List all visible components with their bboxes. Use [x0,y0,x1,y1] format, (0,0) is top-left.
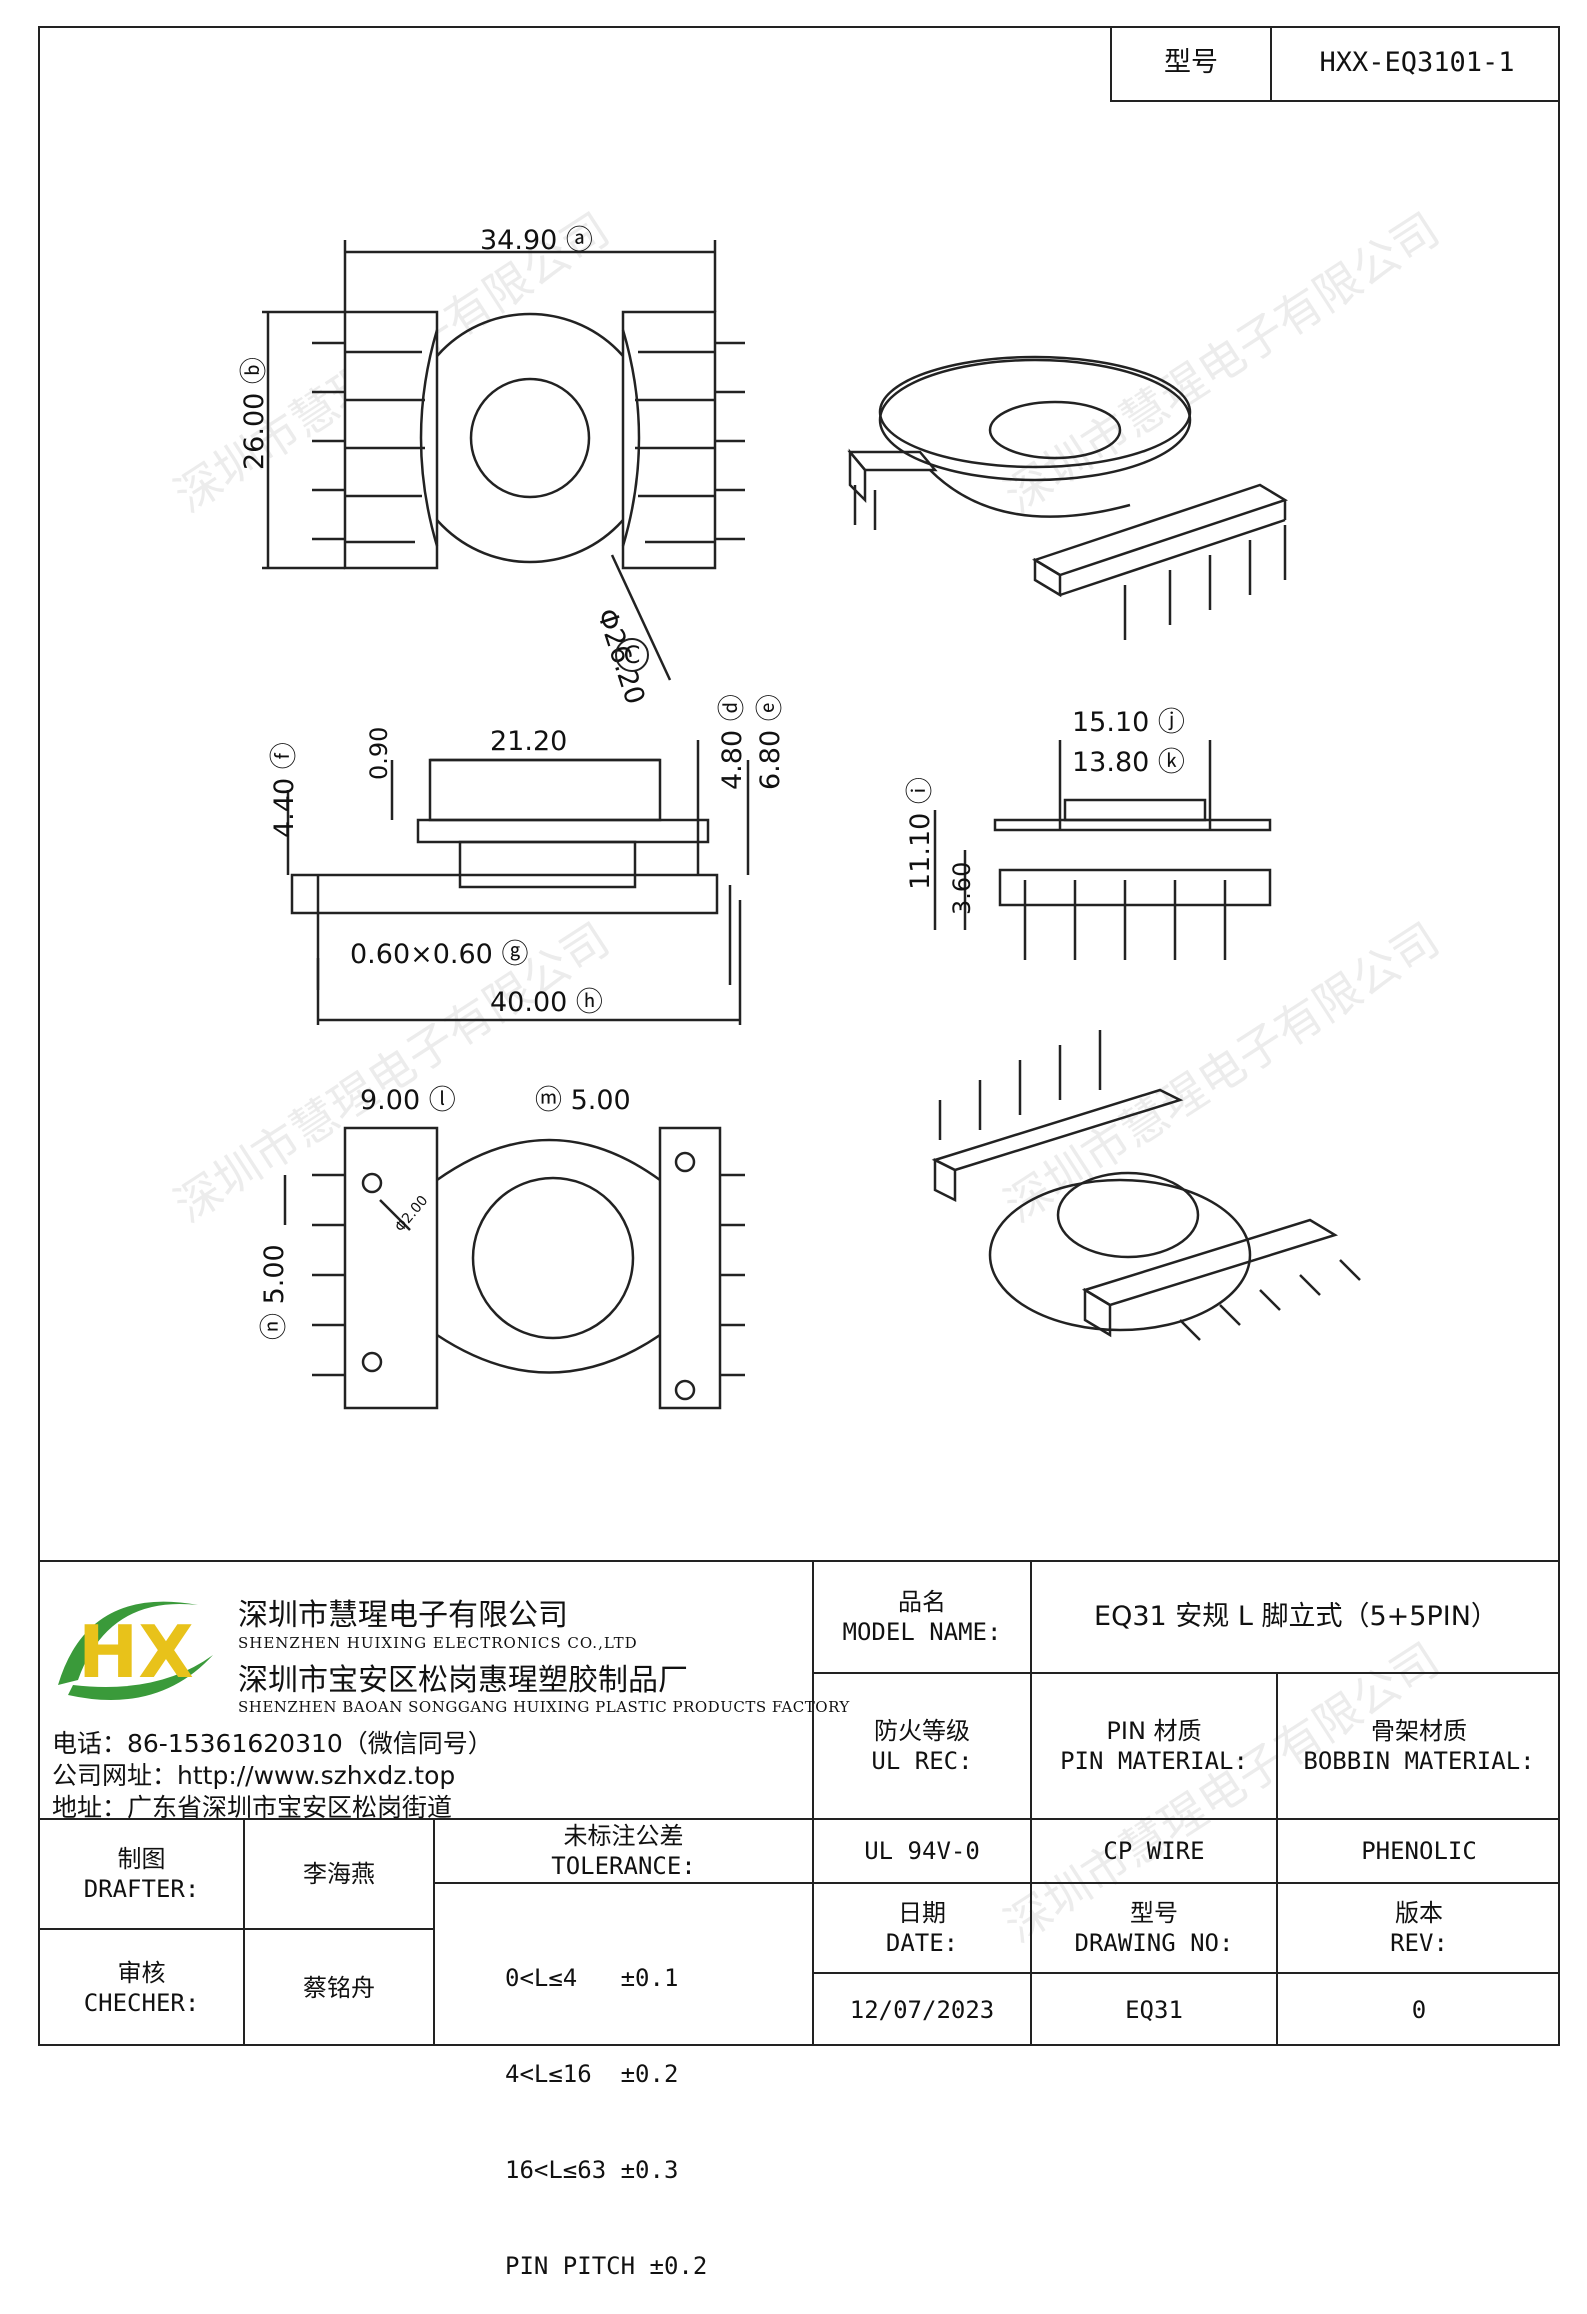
dim-pin-base: 3.60 [948,861,976,915]
checker-label-cn: 审核 [117,1959,166,1987]
drawing-no-label-en: DRAWING NO: [1074,1929,1234,1957]
date-label: 日期 DATE: [814,1884,1030,1972]
rev-value: 0 [1411,1996,1427,2024]
dim-a: 34.90 ⓐ [480,225,593,256]
tb-h-3 [812,1882,1560,1884]
dim-g: 0.60×0.60 ⓖ [350,939,529,970]
company-name-en: SHENZHEN HUIXING ELECTRONICS CO.,LTD [238,1634,638,1652]
tolerance-label-en: TOLERANCE: [551,1852,696,1880]
technical-drawing [262,240,1361,1410]
tolerance-label-cn: 未标注公差 [563,1822,684,1850]
dim-top-gap: 0.90 [365,726,393,780]
top-view [262,240,745,681]
dim-l: 9.00 ⓛ [360,1085,456,1116]
drawing-no-label: 型号 DRAWING NO: [1032,1884,1276,1972]
dim-core: 21.20 [490,726,568,757]
pin-material-value: CP WIRE [1103,1837,1205,1865]
bobbin-material-value: PHENOLIC [1361,1837,1477,1865]
company-address: 地址：广东省深圳市宝安区松岗街道 [52,1793,453,1822]
tb-h-4 [812,1972,1560,1974]
logo-text: HX [78,1610,194,1694]
tolerance-row: 0<L≤4 ±0.1 [505,1964,679,1992]
ul-label: 防火等级 UL REC: [814,1674,1030,1818]
model-number-value: HXX-EQ3101-1 [1319,47,1515,79]
drafter-value: 李海燕 [303,1860,375,1888]
dim-n: ⓝ 5.00 [259,1244,290,1340]
tb-vert-left-2 [433,1818,435,2046]
company-name-cn: 深圳市慧瑆电子有限公司 [238,1598,568,1633]
dim-d: 4.80 ⓓ [717,694,748,790]
bobbin-material-label-cn: 骨架材质 [1371,1717,1467,1745]
pin-material-label-cn: PIN 材质 [1106,1717,1202,1745]
ul-label-cn: 防火等级 [874,1717,970,1745]
dim-b: 26.00 ⓑ [239,357,270,470]
rev-label: 版本 REV: [1278,1884,1560,1972]
tb-top-border [38,1560,1560,1562]
dim-m: ⓜ 5.00 [535,1085,631,1116]
bottom-view [283,1126,745,1410]
date-value: 12/07/2023 [849,1996,995,2024]
tolerance-row: 16<L≤63 ±0.3 [505,2156,679,2184]
tb-h-left [38,1928,433,1930]
ul-value: UL 94V-0 [864,1837,980,1865]
bobbin-material-label-en: BOBBIN MATERIAL: [1303,1747,1535,1775]
rev-label-en: REV: [1390,1929,1448,1957]
tb-vert-1 [812,1560,814,2046]
drawing-no-value: EQ31 [1125,1996,1183,2024]
tb-vert-3 [1276,1672,1278,2046]
drafter-label-en: DRAFTER: [83,1875,200,1903]
company-website: 公司网址：http://www.szhxdz.top [52,1761,456,1790]
dim-f: 4.40 ⓕ [269,742,300,838]
drafter-label: 制图 DRAFTER: [40,1820,243,1928]
model-name-label: 品名 MODEL NAME: [814,1562,1030,1672]
tb-h-2 [38,1818,1560,1820]
model-number-box: 型号 HXX-EQ3101-1 [1110,26,1560,102]
rev-label-cn: 版本 [1395,1899,1443,1927]
tolerance-row: 4<L≤16 ±0.2 [505,2060,679,2088]
tb-vert-2 [1030,1560,1032,2046]
tolerance-list: 0<L≤4 ±0.1 4<L≤16 ±0.2 16<L≤63 ±0.3 PIN … [505,1898,707,2314]
date-label-en: DATE: [885,1929,959,1957]
tb-h-tol [433,1882,813,1884]
ul-label-en: UL REC: [871,1747,973,1775]
dim-c-tag: C [615,638,649,672]
company-phone: 电话：86-15361620310（微信同号） [52,1729,493,1758]
bobbin-material-label: 骨架材质 BOBBIN MATERIAL: [1278,1674,1560,1818]
factory-name-en: SHENZHEN BAOAN SONGGANG HUIXING PLASTIC … [238,1698,850,1716]
date-label-cn: 日期 [898,1899,946,1927]
pin-material-label: PIN 材质 PIN MATERIAL: [1032,1674,1276,1818]
tolerance-label: 未标注公差 TOLERANCE: [435,1820,812,1882]
dim-i: 11.10 ⓘ [905,777,936,890]
drafter-label-cn: 制图 [117,1845,166,1873]
pin-material-label-en: PIN MATERIAL: [1060,1747,1248,1775]
dim-h: 40.00 ⓗ [490,987,603,1018]
factory-name-cn: 深圳市宝安区松岗惠瑆塑胶制品厂 [238,1663,688,1698]
side-view [933,740,1272,960]
model-name-value: EQ31 安规 L 脚立式（5+5PIN） [1094,1601,1498,1633]
drawing-sheet [38,26,1560,2046]
checker-label: 审核 CHECHER: [40,1930,243,2046]
checker-value: 蔡铭舟 [303,1974,375,2002]
company-logo: HX [58,1601,213,1700]
tb-h-1 [812,1672,1560,1674]
dim-j: 15.10 ⓙ [1072,707,1185,738]
iso-view-1 [847,355,1288,640]
tolerance-row: PIN PITCH ±0.2 [505,2252,708,2280]
front-view [286,740,750,1025]
iso-view-2 [931,1030,1361,1341]
dim-e: 6.80 ⓔ [755,694,786,790]
model-number-label: 型号 [1112,26,1272,100]
checker-label-en: CHECHER: [83,1989,200,2017]
tb-vert-left-1 [243,1818,245,2046]
model-name-label-en: MODEL NAME: [842,1618,1002,1646]
dim-k: 13.80 ⓚ [1072,747,1185,778]
model-name-label-cn: 品名 [898,1588,946,1616]
drawing-no-label-cn: 型号 [1130,1899,1178,1927]
